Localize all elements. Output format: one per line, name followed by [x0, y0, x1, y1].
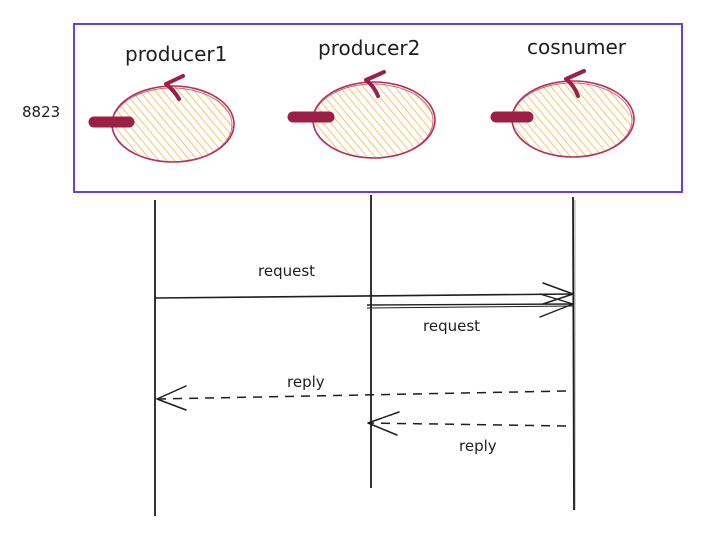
- message-label: reply: [287, 373, 325, 391]
- lifeline-cosnumer: [572, 196, 575, 511]
- message-label: request: [258, 262, 315, 280]
- participant-label-producer1: producer1: [125, 42, 227, 66]
- participants-frame: [73, 23, 683, 193]
- message-arrow: [154, 293, 574, 299]
- participant-label-cosnumer: cosnumer: [527, 35, 627, 59]
- arrowhead-icon: [539, 293, 574, 318]
- side-label: 8823: [22, 103, 60, 121]
- participant-label-producer2: producer2: [318, 36, 420, 60]
- cosnumer-icon: [490, 69, 635, 158]
- message-label: reply: [459, 437, 497, 455]
- arrowhead-icon: [156, 385, 187, 411]
- message-label: request: [423, 317, 480, 335]
- participant-producer2: producer2: [287, 36, 436, 159]
- arrowhead-icon: [542, 282, 574, 305]
- producer1-icon: [88, 74, 235, 163]
- participant-producer1: producer1: [88, 42, 235, 163]
- message-request-producer1: request: [154, 262, 574, 305]
- message-arrow: [367, 422, 567, 427]
- arrowhead-icon: [367, 411, 400, 436]
- message-reply-producer1: reply: [156, 373, 567, 411]
- message-reply-producer2: reply: [367, 411, 567, 455]
- message-request-producer2: request: [366, 293, 574, 335]
- producer2-icon: [287, 70, 436, 159]
- participant-cosnumer: cosnumer: [490, 35, 635, 158]
- message-arrow: [156, 390, 567, 400]
- message-arrow: [366, 303, 574, 306]
